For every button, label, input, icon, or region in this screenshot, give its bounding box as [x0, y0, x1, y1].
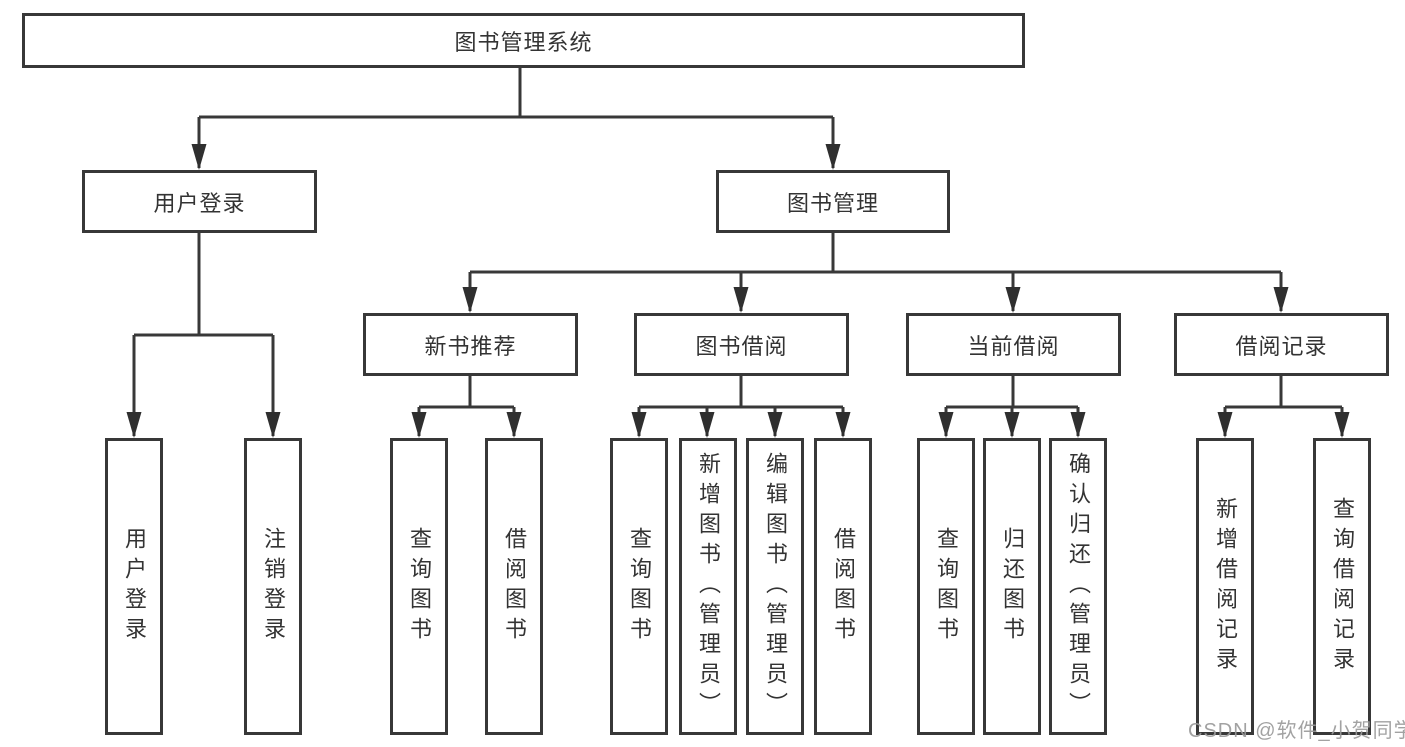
- leaf-current-query-books: 查询图书: [917, 438, 975, 735]
- node-root: 图书管理系统: [22, 13, 1025, 68]
- tree-connector-path: [132, 68, 1344, 436]
- csdn-watermark: CSDN @软件_小贺同学: [1188, 720, 1405, 742]
- leaf-logout: 注销登录: [244, 438, 302, 735]
- leaf-borrowing-add-books-admin: 新增图书（管理员）: [679, 438, 737, 735]
- leaf-current-confirm-return-admin: 确认归还（管理员）: [1049, 438, 1107, 735]
- node-current-borrowing: 当前借阅: [906, 313, 1121, 376]
- leaf-records-query-record: 查询借阅记录: [1313, 438, 1371, 735]
- leaf-records-add-record: 新增借阅记录: [1196, 438, 1254, 735]
- node-borrowing-records: 借阅记录: [1174, 313, 1389, 376]
- leaf-borrowing-query-books: 查询图书: [610, 438, 668, 735]
- leaf-newbook-borrow-books: 借阅图书: [485, 438, 543, 735]
- node-book-borrowing: 图书借阅: [634, 313, 849, 376]
- node-new-book-recommend: 新书推荐: [363, 313, 578, 376]
- leaf-user-login: 用户登录: [105, 438, 163, 735]
- node-book-management: 图书管理: [716, 170, 950, 233]
- node-user-login: 用户登录: [82, 170, 317, 233]
- leaf-borrowing-edit-books-admin: 编辑图书（管理员）: [746, 438, 804, 735]
- leaf-newbook-query-books: 查询图书: [390, 438, 448, 735]
- leaf-current-return-books: 归还图书: [983, 438, 1041, 735]
- leaf-borrowing-borrow-books: 借阅图书: [814, 438, 872, 735]
